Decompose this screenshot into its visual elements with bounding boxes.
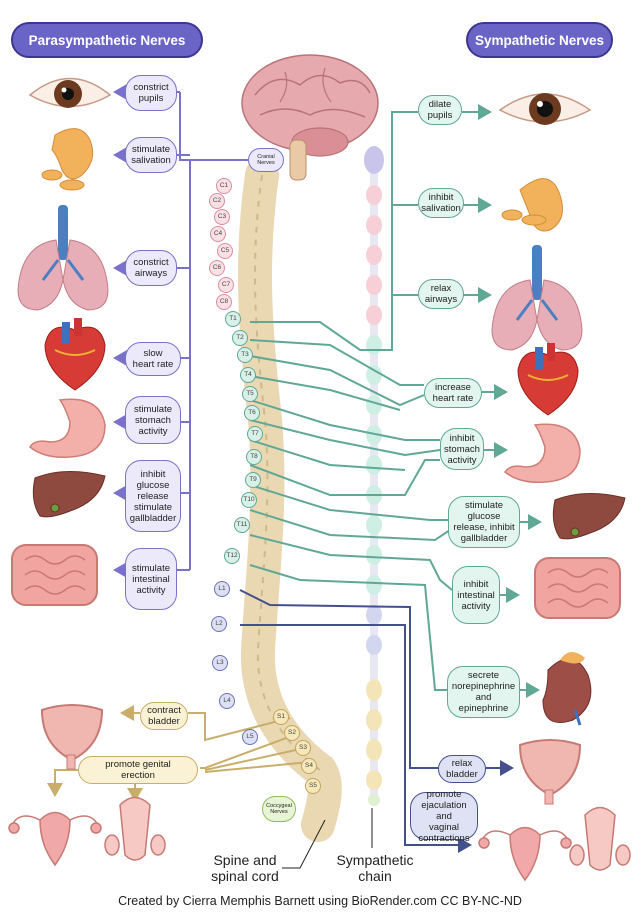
effect-stimulate-stomach: stimulate stomach activity [125, 396, 181, 444]
vertebra-s4: S4 [301, 758, 317, 774]
parasympathetic-header: Parasympathetic Nerves [11, 22, 203, 58]
cranial-nerves-label: Cranial Nerves [248, 148, 284, 172]
effect-stimulate-glucose: stimulate glucose release, inhibit gallb… [448, 496, 520, 548]
effect-slow-heart-rate: slow heart rate [125, 342, 181, 376]
lungs-icon [491, 245, 583, 351]
vertebra-c6: C6 [209, 260, 225, 276]
effect-promote-ejaculation: promote ejaculation and vaginal contract… [410, 789, 478, 844]
uterus-icon [8, 811, 572, 882]
vertebra-t4: T4 [240, 367, 256, 383]
effect-inhibit-stomach: inhibit stomach activity [440, 428, 484, 470]
effect-inhibit-salivation: inhibit salivation [418, 188, 464, 218]
brain-icon [241, 54, 379, 181]
chain-caption: Sympathetic chain [336, 852, 414, 884]
vertebra-c8: C8 [216, 294, 232, 310]
effect-stimulate-intestinal: stimulate intestinal activity [125, 548, 177, 610]
vertebra-c1: C1 [216, 178, 232, 194]
effect-stimulate-salivation: stimulate salivation [125, 137, 177, 173]
eye-icon [28, 77, 112, 108]
heart-icon [517, 343, 579, 416]
lungs-icon [17, 205, 109, 311]
vertebra-c5: C5 [217, 243, 233, 259]
effect-increase-heart-rate: increase heart rate [424, 378, 482, 408]
vertebra-l1: L1 [214, 581, 230, 597]
effect-promote-erection: promote genital erection [78, 756, 198, 784]
vertebra-t10: T10 [241, 492, 257, 508]
vertebra-t9: T9 [245, 472, 261, 488]
salivary-gland-icon [41, 128, 563, 232]
effect-relax-airways: relax airways [418, 279, 464, 309]
vertebra-c4: C4 [210, 226, 226, 242]
vertebra-c3: C3 [214, 209, 230, 225]
bladder-icon [40, 704, 582, 805]
vertebra-l3: L3 [212, 655, 228, 671]
lumbar-lines [239, 589, 514, 853]
vertebra-t5: T5 [242, 386, 258, 402]
vertebra-t3: T3 [237, 347, 253, 363]
vertebra-c2: C2 [209, 193, 225, 209]
effect-constrict-pupils: constrict pupils [125, 75, 177, 111]
vertebra-s2: S2 [284, 725, 300, 741]
vertebra-s1: S1 [273, 709, 289, 725]
effect-relax-bladder: relax bladder [438, 755, 486, 783]
spine [238, 158, 342, 842]
adrenal-kidney-icon [542, 651, 592, 726]
vertebra-t2: T2 [232, 330, 248, 346]
vertebra-s5: S5 [305, 778, 321, 794]
effect-dilate-pupils: dilate pupils [418, 95, 462, 125]
vertebra-l2: L2 [211, 616, 227, 632]
coccygeal-nerves-label: Coccygeal Nerves [262, 796, 296, 822]
vertebra-t1: T1 [225, 311, 241, 327]
sacral-lines [47, 705, 311, 802]
effect-inhibit-intestinal: inhibit intestinal activity [452, 566, 500, 624]
vertebra-s3: S3 [295, 740, 311, 756]
vertebra-t6: T6 [244, 405, 260, 421]
vertebra-t7: T7 [247, 426, 263, 442]
eye-icon [498, 93, 592, 125]
credit-line: Created by Cierra Memphis Barnett using … [118, 894, 522, 908]
heart-icon [44, 318, 106, 391]
effect-inhibit-glucose: inhibit glucose release stimulate gallbl… [125, 460, 181, 532]
sympathetic-header: Sympathetic Nerves [466, 22, 613, 58]
vertebra-l4: L4 [219, 693, 235, 709]
vertebra-l5: L5 [242, 729, 258, 745]
stomach-icon [29, 398, 581, 484]
spine-caption: Spine and spinal cord [211, 852, 279, 884]
male-reproductive-icon [104, 796, 631, 871]
effect-contract-bladder: contract bladder [140, 702, 188, 730]
sympathetic-chain [364, 146, 384, 806]
intestines-icon [11, 544, 621, 619]
vertebra-t8: T8 [246, 449, 262, 465]
vertebra-t11: T11 [234, 517, 250, 533]
sympathetic-lines [249, 104, 542, 698]
vertebra-c7: C7 [218, 277, 234, 293]
effect-constrict-airways: constrict airways [125, 250, 177, 286]
effect-secrete-epinephrine: secrete norepinephrine and epinephrine [447, 666, 520, 718]
vertebra-t12: T12 [224, 548, 240, 564]
liver-icon [32, 470, 626, 540]
